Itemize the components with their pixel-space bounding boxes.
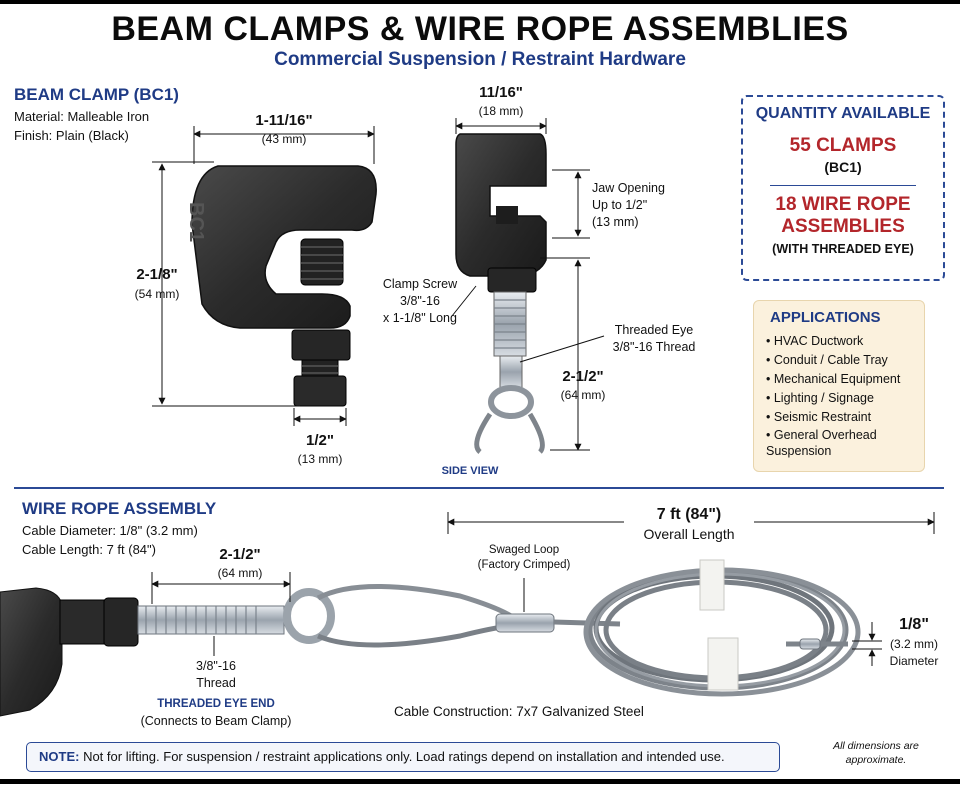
footer-note-text: Not for lifting. For suspension / restra… — [79, 749, 725, 764]
clamp-width-dimension: 1-11/16" — [255, 112, 313, 129]
footer-note-label: NOTE: — [39, 749, 80, 764]
approximate-note-line1: All dimensions are — [833, 740, 919, 752]
side-top-mm: (18 mm) — [478, 104, 524, 118]
rope-eye-dimension: 2-1/2" — [219, 546, 261, 563]
threaded-eye-line1: Threaded Eye — [614, 323, 694, 337]
list-item: Mechanical Equipment — [766, 370, 918, 389]
overall-length-dimension: 7 ft (84") — [624, 506, 754, 524]
jaw-opening-line1: Jaw Opening — [592, 181, 665, 195]
rope-thread-label: 3/8"-16 Thread — [176, 658, 256, 692]
footer-note: NOTE: Not for lifting. For suspension / … — [26, 742, 780, 772]
list-item: Seismic Restraint — [766, 408, 918, 427]
list-item: HVAC Ductwork — [766, 332, 918, 351]
applications-list: HVAC Ductwork Conduit / Cable Tray Mecha… — [754, 332, 924, 459]
beam-clamp-front-illustration — [191, 165, 377, 407]
quantity-title: QUANTITY AVAILABLE — [755, 105, 931, 122]
approximate-note-line2: approximate. — [845, 754, 907, 766]
cable-construction-note: Cable Construction: 7x7 Galvanized Steel — [394, 704, 644, 719]
clamp-embossed-mark: BC1 — [185, 202, 207, 243]
rope-thread-line2: Thread — [196, 676, 236, 690]
quantity-clamps-model: (BC1) — [824, 159, 862, 175]
cable-diameter-dimension: 1/8" — [899, 616, 929, 633]
clamp-height-mm: (54 mm) — [134, 287, 180, 301]
jaw-opening-line2: Up to 1/2" — [592, 198, 648, 212]
overall-length-label: Overall Length — [643, 526, 735, 542]
clamp-screw-dimension: 1/2" — [306, 432, 334, 449]
quantity-ropes-line2: ASSEMBLIES — [781, 216, 905, 237]
clamp-width-mm: (43 mm) — [261, 132, 307, 146]
approximate-note: All dimensions are approximate. — [806, 739, 946, 767]
list-item: General Overhead Suspension — [766, 427, 918, 459]
quantity-divider — [770, 185, 916, 186]
beam-clamp-heading: BEAM CLAMP (BC1) — [14, 85, 179, 104]
threaded-eye-end-note: (Connects to Beam Clamp) — [140, 714, 292, 728]
jaw-opening-line3: (13 mm) — [592, 215, 639, 229]
page-subtitle: Commercial Suspension / Restraint Hardwa… — [274, 49, 686, 70]
side-top-dimension: 11/16" — [479, 84, 523, 101]
threaded-eye-end-title: THREADED EYE END — [157, 698, 275, 710]
jaw-opening-label: Jaw Opening Up to 1/2" (13 mm) — [592, 180, 665, 231]
quantity-clamps: 55 CLAMPS — [789, 135, 897, 156]
list-item: Conduit / Cable Tray — [766, 351, 918, 370]
clamp-screw-line1: Clamp Screw — [382, 277, 458, 291]
side-dimension-lines — [451, 118, 605, 451]
wire-rope-assembly-illustration — [0, 559, 861, 717]
threaded-eye-label: Threaded Eye 3/8"-16 Thread — [606, 322, 702, 356]
page-title: BEAM CLAMPS & WIRE ROPE ASSEMBLIES — [111, 10, 849, 48]
list-item: Lighting / Signage — [766, 389, 918, 408]
beam-clamp-material: Material: Malleable Iron — [14, 109, 150, 124]
quantity-ropes-note: (WITH THREADED EYE) — [772, 242, 914, 256]
swaged-loop-line1: Swaged Loop — [488, 544, 560, 556]
wire-rope-length: Cable Length: 7 ft (84") — [22, 542, 156, 557]
clamp-screw-line2: 3/8"-16 — [400, 294, 440, 308]
clamp-screw-label: Clamp Screw 3/8"-16 x 1-1/8" Long — [372, 276, 468, 327]
applications-panel: APPLICATIONS HVAC Ductwork Conduit / Cab… — [753, 300, 925, 472]
side-eye-mm: (64 mm) — [560, 388, 606, 402]
quantity-panel: QUANTITY AVAILABLE 55 CLAMPS (BC1) 18 WI… — [741, 95, 945, 281]
cable-diameter-label: Diameter — [889, 654, 939, 668]
front-dimension-lines — [152, 126, 375, 426]
applications-title: APPLICATIONS — [770, 309, 881, 326]
clamp-screw-line3: x 1-1/8" Long — [383, 311, 457, 325]
clamp-height-dimension: 2-1/8" — [136, 266, 178, 283]
beam-clamp-finish: Finish: Plain (Black) — [14, 128, 129, 143]
wire-rope-heading: WIRE ROPE ASSEMBLY — [22, 499, 217, 518]
rope-thread-line1: 3/8"-16 — [196, 659, 236, 673]
quantity-ropes-line1: 18 WIRE ROPE — [775, 194, 911, 215]
side-view-caption: SIDE VIEW — [441, 465, 499, 477]
side-eye-dimension: 2-1/2" — [562, 368, 604, 385]
threaded-eye-line2: 3/8"-16 Thread — [612, 340, 696, 354]
wire-rope-diameter: Cable Diameter: 1/8" (3.2 mm) — [22, 523, 198, 538]
swaged-loop-label: Swaged Loop (Factory Crimped) — [464, 543, 584, 573]
clamp-screw-mm: (13 mm) — [297, 452, 343, 466]
rope-eye-mm: (64 mm) — [217, 566, 263, 580]
beam-clamp-side-illustration — [455, 133, 547, 454]
cable-diameter-mm: (3.2 mm) — [890, 637, 938, 651]
swaged-loop-line2: (Factory Crimped) — [477, 559, 571, 571]
